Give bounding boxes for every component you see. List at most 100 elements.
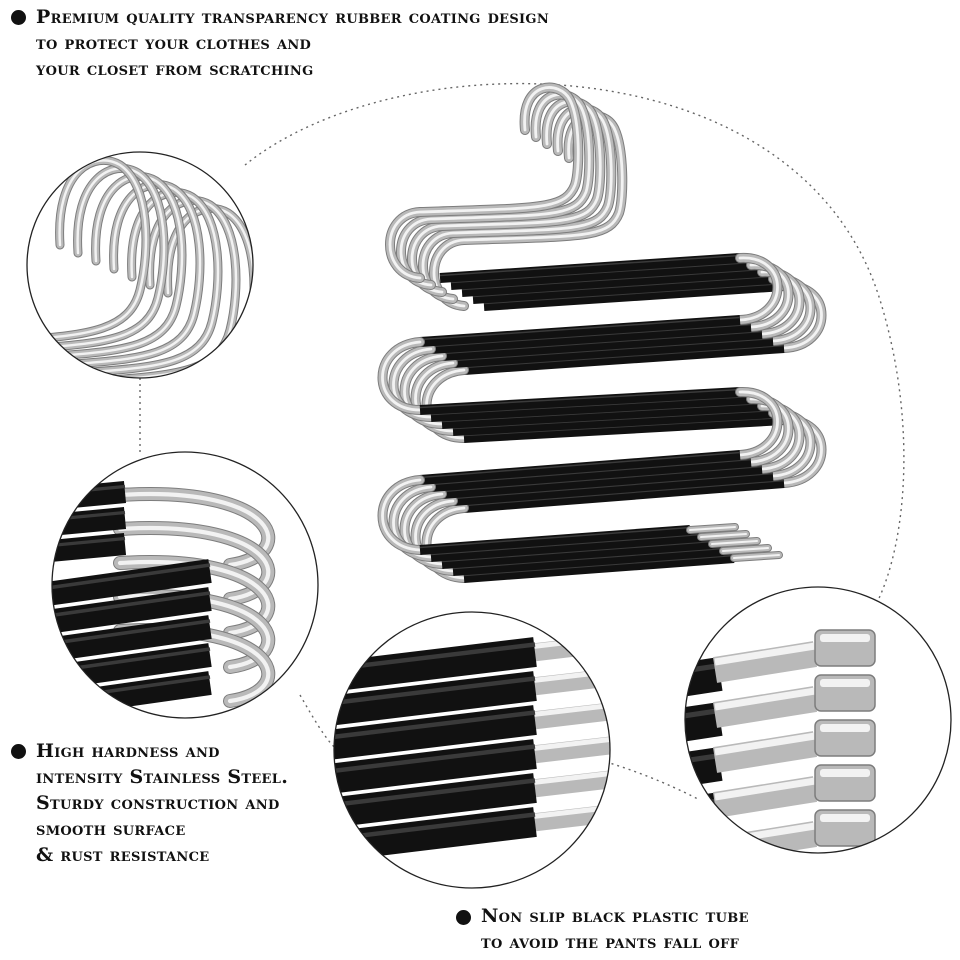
rubber-tube — [685, 837, 723, 853]
steel-rod-highlight — [732, 553, 781, 560]
steel-rod-highlight — [721, 546, 770, 553]
rubber-tube-highlight — [334, 778, 536, 809]
rubber-tube — [430, 532, 702, 562]
bullet-icon — [11, 744, 26, 759]
steel-rod-highlight — [381, 340, 422, 412]
steel-rod-highlight — [519, 801, 610, 821]
rubber-tube — [419, 387, 741, 415]
rubber-tube-highlight — [52, 619, 211, 647]
rubber-tube — [452, 408, 774, 436]
rubber-tube — [461, 267, 763, 297]
steel-rod-highlight — [714, 732, 816, 756]
rubber-tube — [685, 657, 723, 697]
rubber-tube — [463, 415, 785, 443]
rubber-tube-highlight — [463, 479, 785, 507]
rubber-tube-highlight — [452, 409, 774, 430]
detail-circle-tubes — [333, 611, 611, 889]
rubber-tube-highlight — [463, 416, 785, 437]
bullet-icon — [11, 10, 26, 25]
rubber-tube — [441, 539, 713, 569]
feature-steel-line: Sturdy construction and — [36, 792, 280, 814]
steel-rod — [712, 731, 818, 773]
rubber-tube-highlight — [430, 395, 752, 416]
end-cap-highlight — [820, 634, 870, 642]
rubber-tube — [419, 450, 741, 485]
feature-tube-line: to avoid the pants fall off — [481, 931, 740, 953]
steel-rod-highlight — [699, 532, 748, 539]
rubber-tube-highlight — [52, 591, 211, 619]
steel-rod-highlight — [688, 525, 737, 532]
rubber-tube-highlight — [441, 330, 763, 355]
rubber-tube-highlight — [334, 744, 536, 775]
steel-rod-highlight — [381, 478, 422, 552]
rubber-tube-highlight — [52, 563, 211, 591]
rubber-tube — [52, 507, 127, 537]
steel-rod-highlight — [36, 167, 166, 350]
rubber-tube — [685, 792, 723, 832]
rubber-tube-highlight — [472, 275, 774, 298]
rubber-tube — [452, 546, 724, 576]
feature-steel-line: smooth surface — [36, 818, 186, 840]
steel-rod — [712, 776, 818, 818]
rubber-tube — [52, 587, 212, 635]
steel-rod-highlight — [27, 159, 148, 342]
steel-rod-highlight — [738, 256, 779, 322]
steel-rod — [518, 699, 610, 731]
rubber-tube — [52, 481, 127, 511]
rubber-tube — [463, 553, 735, 583]
rubber-tube — [685, 747, 723, 787]
detail-circle-caps — [684, 586, 952, 854]
rubber-tube — [441, 464, 763, 499]
feature-steel-line: intensity Stainless Steel. — [36, 766, 289, 788]
steel-rod-highlight — [90, 191, 220, 374]
rubber-tube-highlight — [334, 710, 536, 741]
rubber-tube — [472, 274, 774, 304]
rubber-tube — [334, 705, 537, 761]
rubber-tube — [430, 457, 752, 492]
rubber-tube — [483, 281, 785, 311]
steel-rod — [518, 801, 610, 833]
end-cap-highlight — [820, 679, 870, 687]
steel-rod-highlight — [117, 559, 271, 636]
rubber-tube-highlight — [685, 707, 721, 720]
steel-rod — [712, 641, 818, 683]
steel-rod — [518, 733, 610, 765]
steel-rod-highlight — [54, 175, 184, 358]
steel-rod-highlight — [117, 491, 271, 568]
steel-rod-highlight — [714, 642, 816, 666]
steel-rod — [518, 665, 610, 697]
bullet-icon — [456, 910, 471, 925]
rubber-tube-highlight — [452, 472, 774, 500]
steel-rod-highlight — [117, 525, 271, 602]
steel-rod-highlight — [388, 86, 580, 280]
feature-steel-line: High hardness and — [36, 740, 220, 762]
rubber-tube — [463, 478, 785, 513]
rubber-tube — [419, 525, 691, 555]
rubber-tube — [334, 773, 537, 829]
feature-tube-line: Non slip black plastic tube — [481, 905, 749, 927]
rubber-tube-highlight — [419, 451, 741, 479]
rubber-tube — [52, 533, 127, 563]
rubber-tube-highlight — [483, 282, 785, 305]
steel-rod — [712, 686, 818, 728]
rubber-tube — [441, 401, 763, 429]
feature-steel-line: & rust resistance — [36, 844, 210, 866]
end-cap-highlight — [820, 769, 870, 777]
detail-circle-hooks — [26, 151, 254, 379]
rubber-tube — [52, 559, 212, 607]
steel-rod-highlight — [519, 699, 610, 719]
feature-coating: Premium quality transparency rubber coat… — [36, 4, 549, 82]
rubber-tube-highlight — [685, 842, 721, 853]
rubber-tube — [452, 336, 774, 368]
feature-coating-line: your closet from scratching — [36, 58, 314, 80]
rubber-tube-highlight — [334, 676, 536, 707]
rubber-tube-highlight — [441, 465, 763, 493]
steel-rod-highlight — [710, 539, 759, 546]
rubber-tube-highlight — [430, 458, 752, 486]
rubber-tube-highlight — [461, 268, 763, 291]
rubber-tube-highlight — [450, 261, 752, 284]
rubber-tube — [685, 702, 723, 742]
rubber-tube — [441, 329, 763, 361]
rubber-tube — [452, 471, 774, 506]
